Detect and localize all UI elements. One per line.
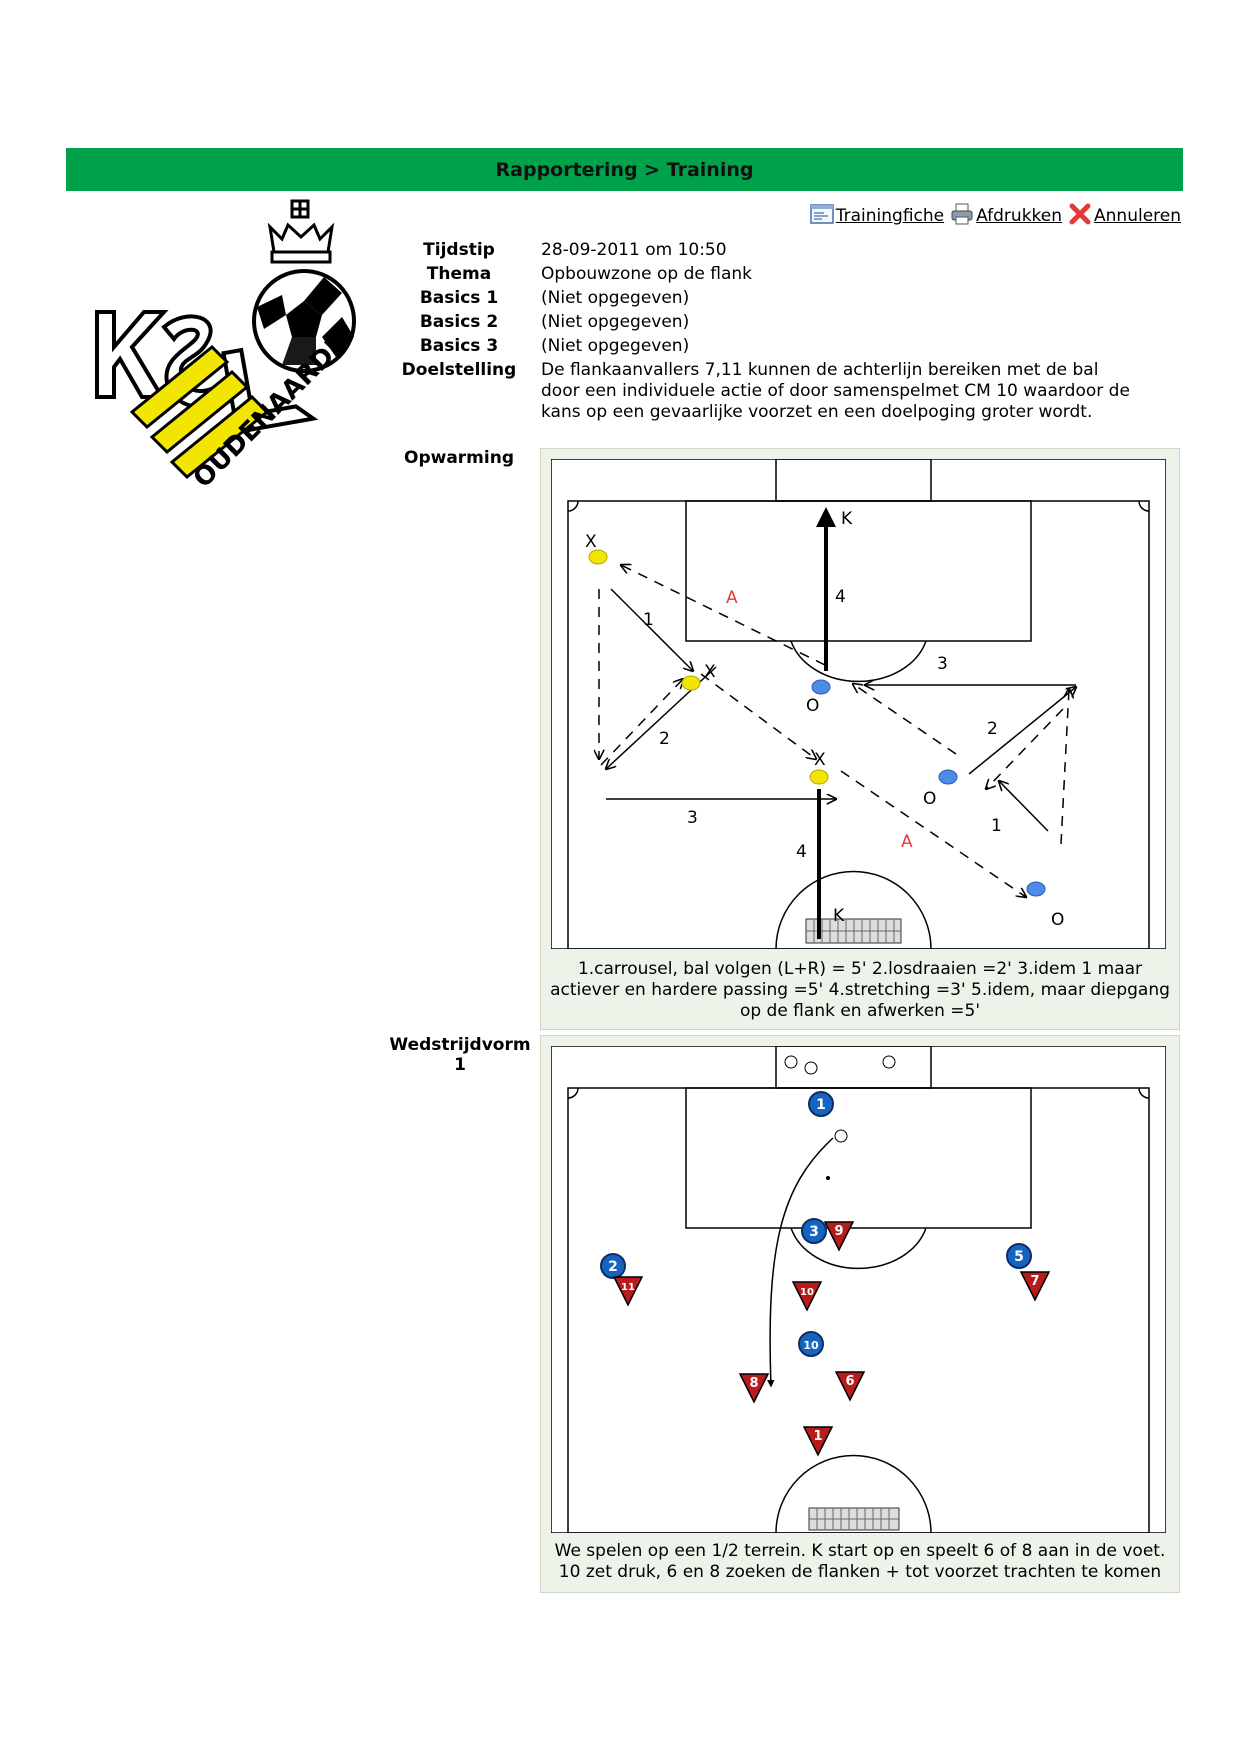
afdrukken-link[interactable]: Afdrukken	[950, 202, 1062, 226]
red-player-marker: 7	[1019, 1271, 1051, 1302]
value-thema: Opbouwzone op de flank	[541, 264, 752, 284]
red-player-marker: 10	[791, 1281, 823, 1312]
mark-o: O	[1051, 910, 1064, 930]
goal-icon	[805, 918, 902, 944]
blue-player-marker: 1	[808, 1091, 834, 1117]
mark-o: O	[923, 789, 936, 809]
mark-4: 4	[796, 842, 807, 862]
label-basics-1: Basics 1	[419, 288, 499, 308]
player-number: 5	[1014, 1249, 1024, 1265]
label-tijdstip: Tijdstip	[423, 240, 495, 260]
mark-a: A	[901, 832, 913, 852]
blue-player-marker: 5	[1006, 1243, 1032, 1269]
opwarming-caption: 1.carrousel, bal volgen (L+R) = 5' 2.los…	[550, 959, 1170, 1021]
document-icon	[810, 204, 834, 224]
goal-icon	[808, 1507, 900, 1531]
pitch-lines	[551, 1046, 1166, 1533]
player-number: 9	[834, 1224, 843, 1239]
blue-player-marker: 3	[801, 1218, 827, 1244]
action-bar: Trainingfiche Afdrukken Annuleren	[810, 202, 1181, 226]
mark-3: 3	[937, 654, 948, 674]
value-tijdstip: 28-09-2011 om 10:50	[541, 240, 727, 260]
crown-icon	[267, 199, 335, 264]
label-wedstrijdvorm: Wedstrijdvorm 1	[389, 1035, 531, 1075]
value-basics-2: (Niet opgegeven)	[541, 312, 690, 332]
player-number: 10	[800, 1287, 814, 1298]
close-icon	[1069, 203, 1091, 225]
blue-player-marker: 10	[798, 1331, 824, 1357]
mark-k: K	[841, 509, 853, 529]
player-number: 11	[621, 1282, 635, 1293]
player-number: 7	[1030, 1274, 1039, 1289]
ball-icon	[252, 269, 356, 373]
label-basics-2: Basics 2	[419, 312, 499, 332]
trainingfiche-link[interactable]: Trainingfiche	[810, 202, 944, 226]
player-number: 10	[803, 1339, 819, 1352]
wedstrijdvorm-panel: 1 3 2 5 10 9 11 10 7 8 6 1 We spelen op een 1/2 te…	[540, 1035, 1180, 1593]
ball-icon	[784, 1055, 896, 1143]
mark-2: 2	[659, 729, 670, 749]
wedstrijdvorm-caption: We spelen op een 1/2 terrein. K start op…	[554, 1541, 1166, 1582]
page-title: Rapportering > Training	[495, 158, 754, 181]
red-player-marker: 8	[738, 1373, 770, 1404]
player-number: 6	[845, 1374, 854, 1389]
mark-x: X	[585, 532, 597, 552]
label-doelstelling: Doelstelling	[401, 360, 517, 380]
club-logo: OUDENAARDE	[95, 199, 356, 494]
mark-1: 1	[643, 610, 654, 630]
pass-path	[767, 1137, 834, 1388]
red-player-marker: 6	[834, 1371, 866, 1402]
value-basics-3: (Niet opgegeven)	[541, 336, 690, 356]
annuleren-link[interactable]: Annuleren	[1068, 202, 1181, 226]
red-player-marker: 1	[802, 1426, 834, 1457]
value-basics-1: (Niet opgegeven)	[541, 288, 690, 308]
mark-4: 4	[835, 587, 846, 607]
red-players: 9 11 10 7 8 6 1	[612, 1221, 1051, 1457]
pitch-lines	[551, 459, 1166, 949]
mark-x: X	[814, 750, 826, 770]
page-header: Rapportering > Training	[66, 148, 1183, 191]
label-thema: Thema	[426, 264, 492, 284]
mark-1: 1	[991, 816, 1002, 836]
blue-players: 1 3 2 5 10	[600, 1091, 1032, 1357]
player-number: 3	[809, 1224, 819, 1240]
player-number: 8	[749, 1376, 758, 1391]
opwarming-diagram: X X X O O O K K A A 1 1 2 2 3 3 4 4	[551, 459, 1166, 949]
label-basics-3: Basics 3	[419, 336, 499, 356]
printer-icon	[951, 203, 973, 225]
mark-a: A	[726, 588, 738, 608]
player-number: 1	[816, 1097, 826, 1113]
mark-3: 3	[687, 808, 698, 828]
cone-markers	[588, 549, 1046, 897]
player-number: 2	[608, 1259, 618, 1275]
red-player-marker: 11	[612, 1276, 644, 1307]
value-doelstelling: De flankaanvallers 7,11 kunnen de achter…	[541, 360, 1130, 422]
mark-x: X	[704, 662, 716, 682]
logo-stripes	[129, 344, 270, 480]
mark-k: K	[833, 906, 845, 926]
blue-player-marker: 2	[600, 1253, 626, 1279]
player-number: 1	[813, 1429, 822, 1444]
mark-2: 2	[987, 719, 998, 739]
label-opwarming: Opwarming	[404, 448, 514, 468]
red-player-marker: 9	[823, 1221, 855, 1252]
wedstrijdvorm-diagram: 1 3 2 5 10 9 11 10 7 8 6 1	[551, 1046, 1166, 1533]
mark-o: O	[806, 696, 819, 716]
opwarming-panel: X X X O O O K K A A 1 1 2 2 3 3 4 4 1.ca…	[540, 448, 1180, 1030]
